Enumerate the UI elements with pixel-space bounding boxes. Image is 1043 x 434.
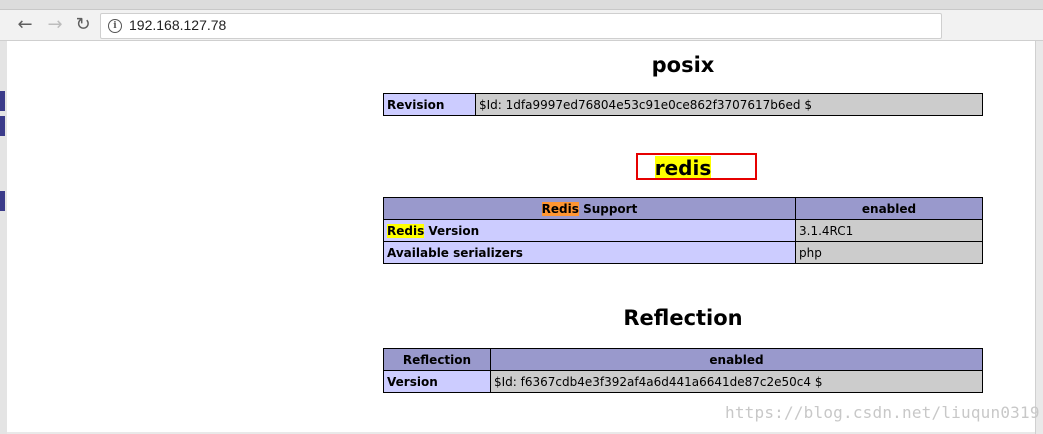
- table-row: Revision $Id: 1dfa9997ed76804e53c91e0ce8…: [383, 93, 983, 116]
- highlighted-redis-title: redis: [654, 156, 712, 180]
- row-value: php: [795, 241, 983, 264]
- row-label: Revision: [383, 93, 476, 116]
- tab-strip: [0, 0, 1043, 10]
- header-redis-support: Redis Support: [383, 197, 796, 220]
- row-value: $Id: f6367cdb4e3f392af4a6d441a6641de87c2…: [490, 370, 983, 393]
- browser-toolbar: ← → ↻ i 192.168.127.78: [0, 0, 1043, 41]
- row-label: Version: [383, 370, 491, 393]
- reload-icon[interactable]: ↻: [75, 14, 91, 35]
- forward-arrow-icon[interactable]: →: [47, 14, 63, 35]
- table-header-row: Reflection enabled: [383, 348, 983, 371]
- address-bar[interactable]: i 192.168.127.78: [100, 13, 942, 39]
- background-window-edge: [0, 41, 7, 434]
- info-icon[interactable]: i: [108, 19, 122, 33]
- table-row: Redis Version 3.1.4RC1: [383, 219, 983, 242]
- header-enabled: enabled: [795, 197, 983, 220]
- reflection-table: Reflection enabled Version $Id: f6367cdb…: [383, 348, 983, 393]
- header-reflection: Reflection: [383, 348, 491, 371]
- header-enabled: enabled: [490, 348, 983, 371]
- row-value: $Id: 1dfa9997ed76804e53c91e0ce862f370761…: [475, 93, 983, 116]
- annotation-red-box: [636, 153, 757, 180]
- section-title-posix: posix: [651, 53, 715, 77]
- table-row: Available serializers php: [383, 241, 983, 264]
- section-title-redis: redis: [383, 156, 983, 180]
- table-header-row: Redis Support enabled: [383, 197, 983, 220]
- url-text: 192.168.127.78: [129, 17, 227, 33]
- posix-table: Revision $Id: 1dfa9997ed76804e53c91e0ce8…: [383, 93, 983, 116]
- row-label: Redis Version: [383, 219, 796, 242]
- section-title-reflection: Reflection: [623, 306, 743, 330]
- back-arrow-icon[interactable]: ←: [17, 14, 33, 35]
- redis-table: Redis Support enabled Redis Version 3.1.…: [383, 197, 983, 264]
- row-value: 3.1.4RC1: [795, 219, 983, 242]
- watermark-text: https://blog.csdn.net/liuqun0319: [725, 403, 1040, 422]
- window-edge-right: [1035, 41, 1043, 434]
- table-row: Version $Id: f6367cdb4e3f392af4a6d441a66…: [383, 370, 983, 393]
- row-label: Available serializers: [383, 241, 796, 264]
